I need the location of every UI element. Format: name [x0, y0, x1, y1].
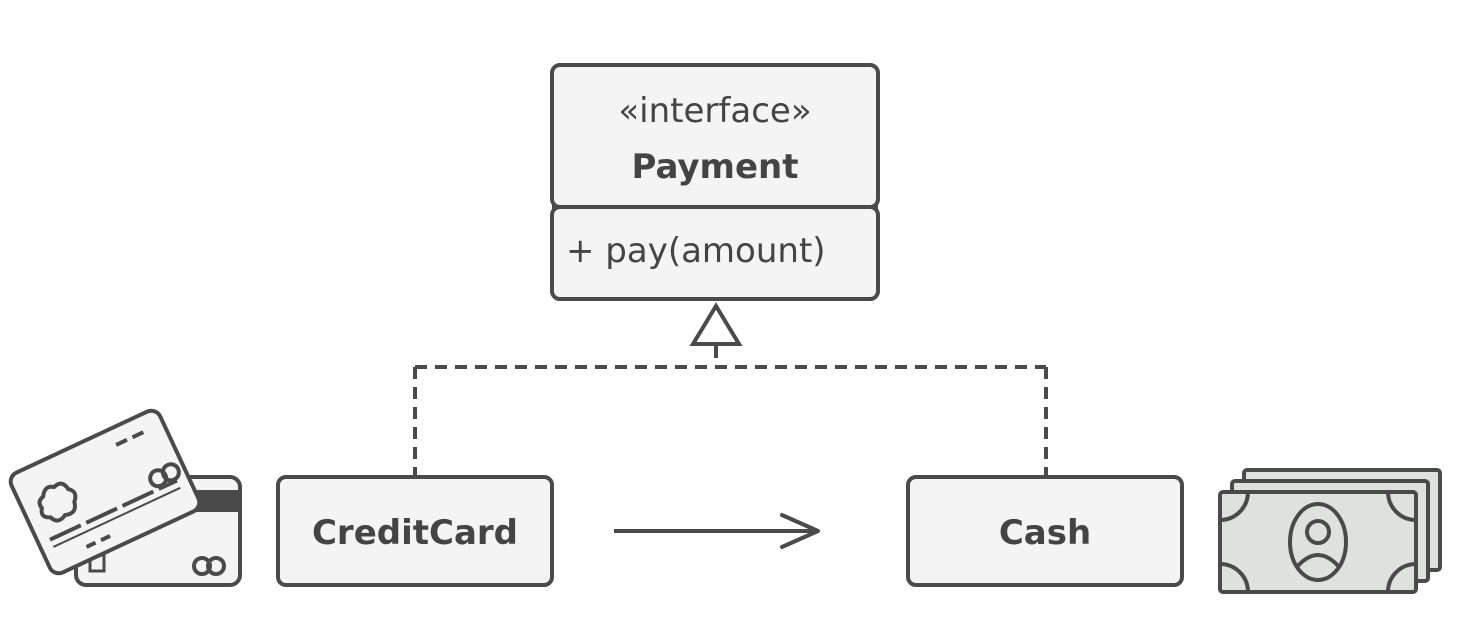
bill-corner-tr — [1386, 491, 1417, 522]
bill-corner-bl — [1219, 562, 1250, 593]
cash-class-name: Cash — [999, 513, 1091, 553]
realization-connector — [413, 302, 1048, 477]
interface-stereotype: «interface» — [618, 91, 811, 131]
creditcard-box-frame — [276, 475, 554, 587]
bill-corner-tl — [1219, 491, 1250, 522]
interface-payment-box[interactable]: «interface» Payment + pay(amount) — [550, 63, 880, 301]
creditcard-class-name: CreditCard — [312, 513, 518, 553]
cash-bills-icon — [1218, 468, 1442, 594]
credit-cards-icon — [8, 408, 242, 587]
creditcard-class-box[interactable]: CreditCard — [276, 475, 554, 587]
interface-method: + pay(amount) — [566, 231, 826, 271]
bill-portrait-shoulders — [1294, 553, 1342, 570]
association-arrow-head — [780, 513, 820, 549]
back-card-logo-right — [206, 556, 226, 576]
bill-portrait-head — [1305, 519, 1331, 545]
cash-box-frame — [906, 475, 1184, 587]
cash-class-box[interactable]: Cash — [906, 475, 1184, 587]
association-arrow — [614, 513, 820, 549]
front-card — [8, 408, 202, 576]
interface-name: Payment — [631, 147, 798, 187]
bill-corner-br — [1386, 562, 1417, 593]
realization-arrowhead — [689, 302, 743, 346]
